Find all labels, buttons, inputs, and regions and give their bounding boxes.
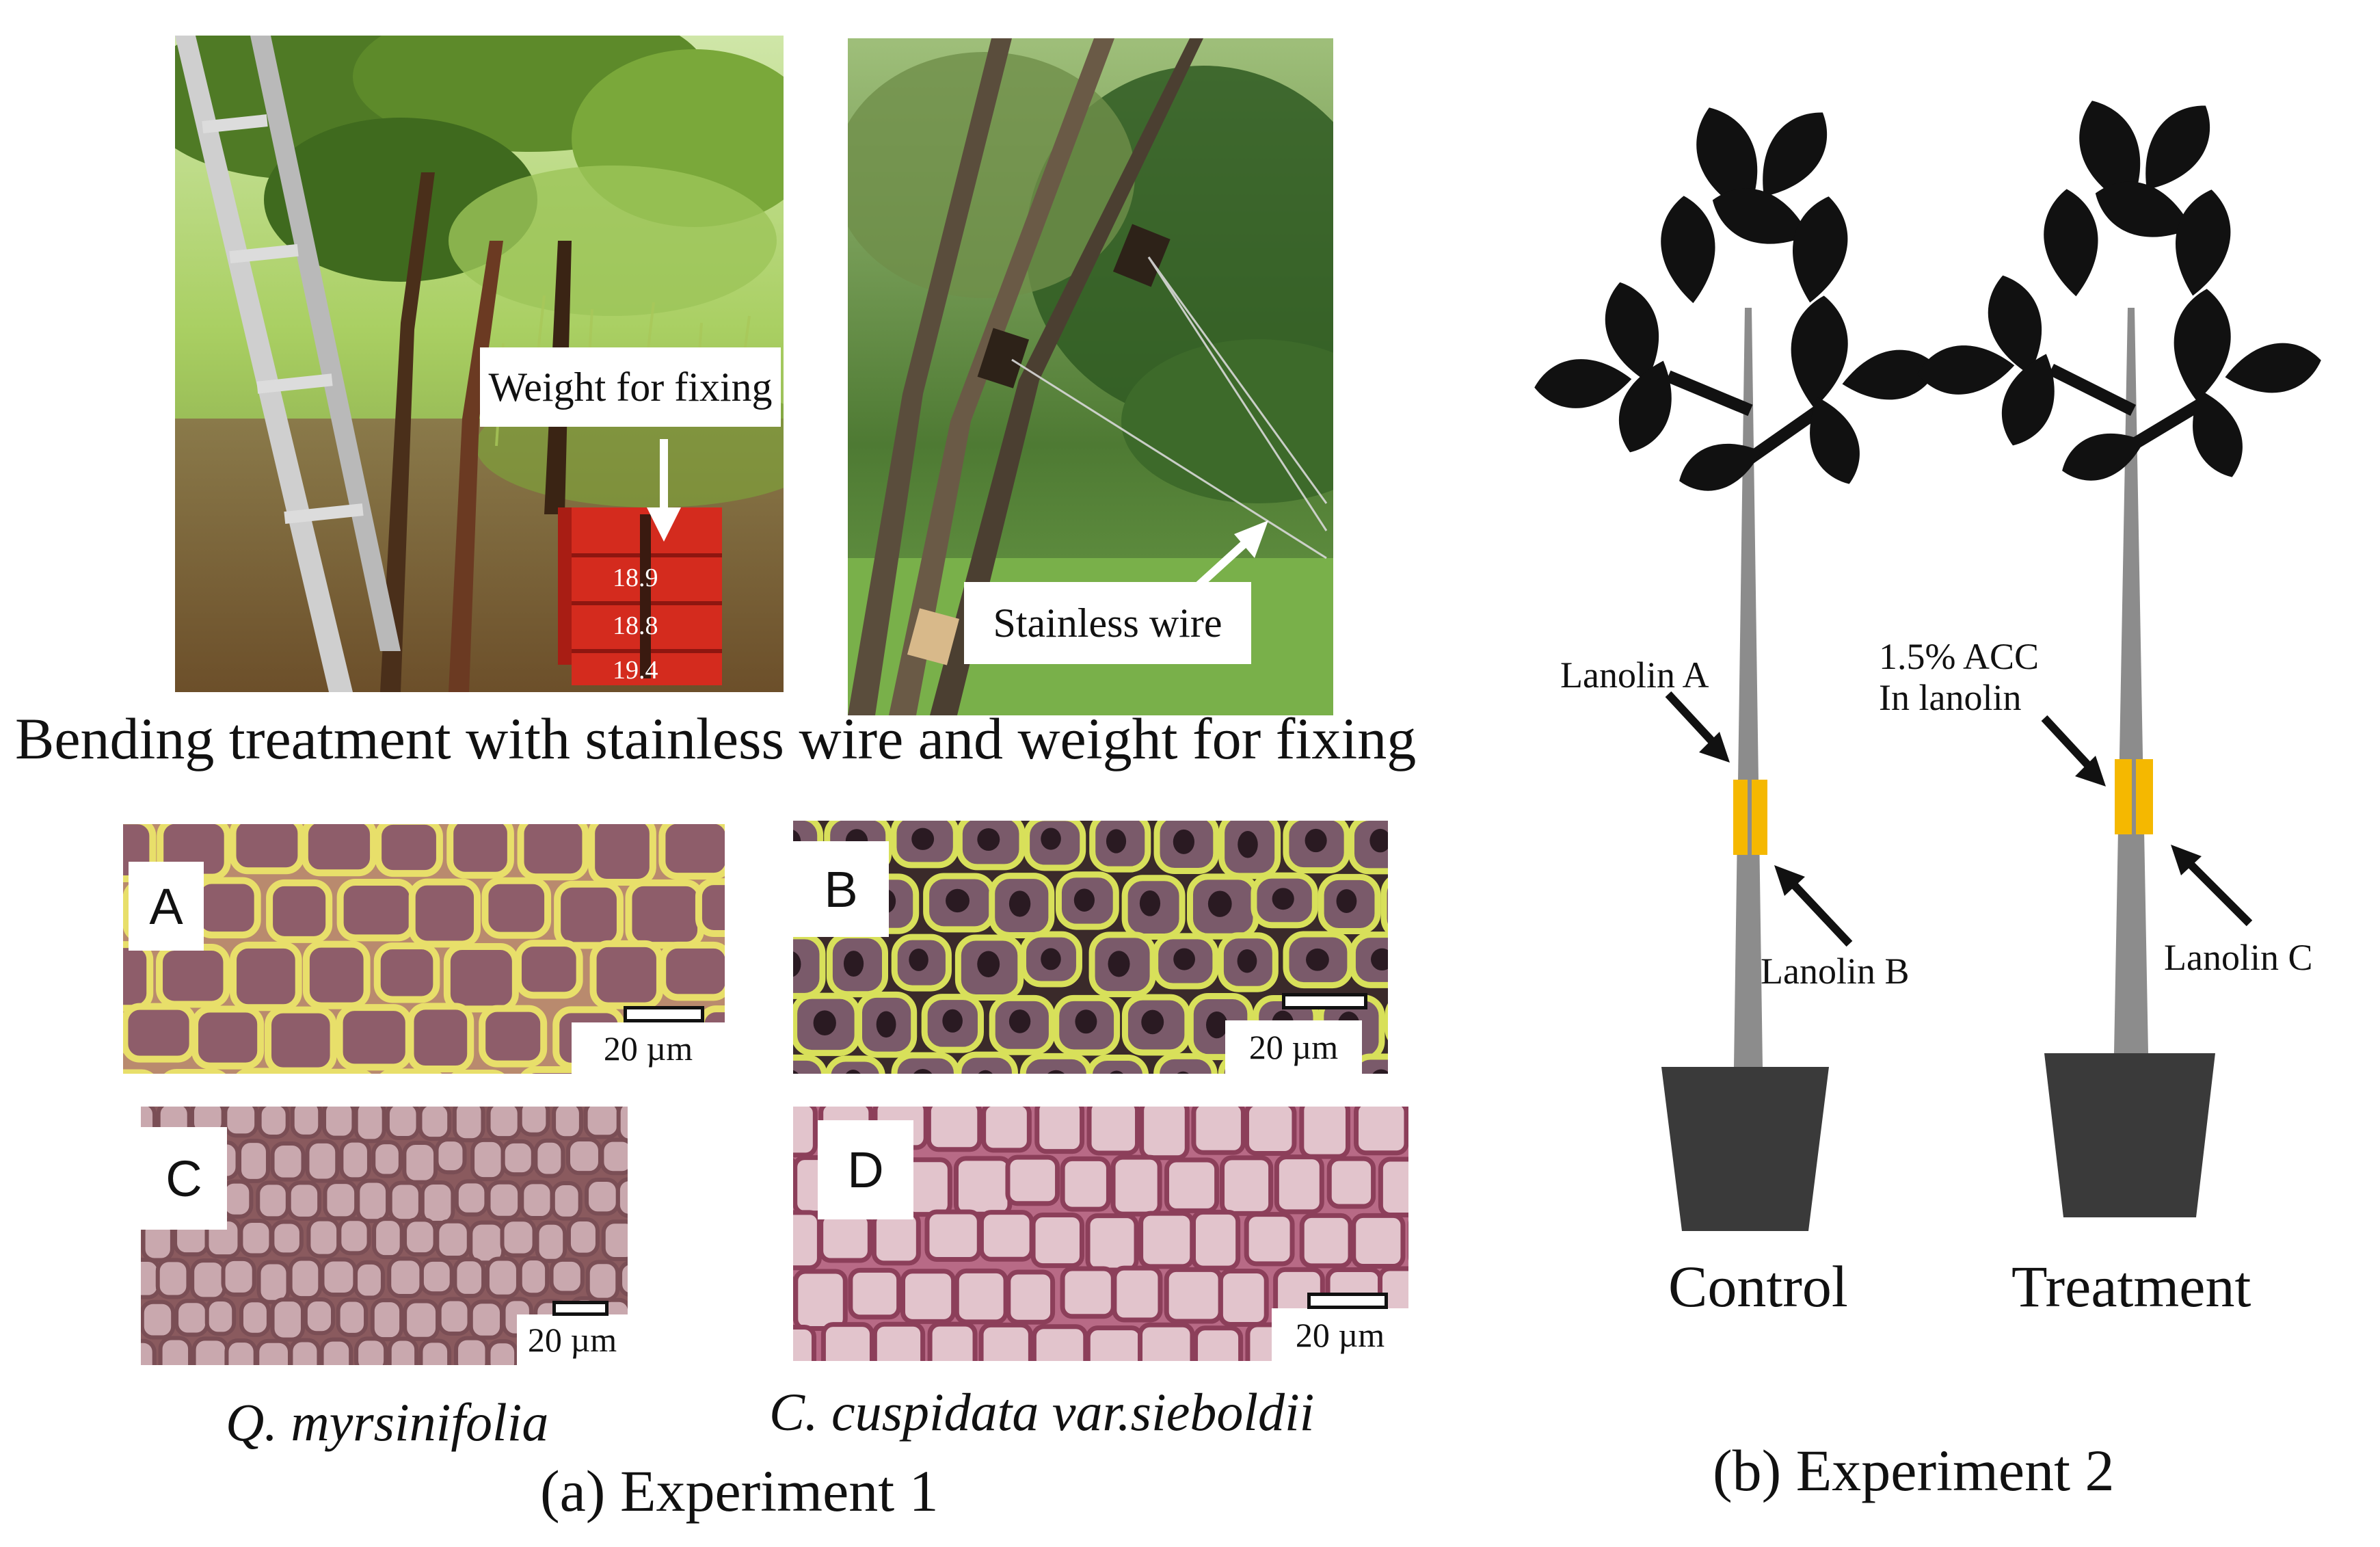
experiment-2-diagram: Lanolin A Lanolin B 1.5% ACC In lanolin … <box>1532 90 2326 1319</box>
svg-text:18.8: 18.8 <box>613 611 658 640</box>
photo-bending-weight-illustration: 18.9 18.8 19.4 <box>175 36 784 692</box>
arrow-lanolin-b <box>1791 882 1853 947</box>
scale-label-a: 20 µm <box>572 1022 725 1074</box>
micrograph-b: B 20 µm <box>793 821 1388 1074</box>
panel-letter-a: A <box>129 862 204 951</box>
micrograph-a-cells <box>123 824 725 1074</box>
scale-bar-d <box>1307 1293 1388 1309</box>
micrograph-d: D 20 µm <box>793 1107 1408 1361</box>
experiment-1-caption: (a) Experiment 1 <box>540 1458 939 1524</box>
treatment-plant <box>1915 90 2326 1217</box>
treatment-leaves <box>1915 90 2326 492</box>
label-lanolin-c: Lanolin C <box>2164 937 2312 978</box>
control-stem <box>1734 308 1763 1067</box>
species-label-right: C. cuspidata var.sieboldii <box>769 1382 1315 1442</box>
control-pot <box>1661 1067 1829 1231</box>
arrow-lanolin-acc <box>2041 715 2092 769</box>
micrograph-a: A 20 µm <box>123 824 725 1074</box>
label-lanolin-a: Lanolin A <box>1560 654 1709 696</box>
scale-label-b: 20 µm <box>1225 1020 1362 1074</box>
micrograph-c: C 20 µm <box>141 1107 628 1365</box>
panel-letter-b: B <box>793 841 889 937</box>
panel-letter-d: D <box>818 1120 913 1219</box>
treatment-stem <box>2114 308 2148 1053</box>
scale-label-d: 20 µm <box>1272 1308 1408 1361</box>
label-acc-line2: In lanolin <box>1879 677 2021 718</box>
label-acc-line1: 1.5% ACC <box>1879 636 2039 677</box>
scale-label-c: 20 µm <box>517 1314 628 1365</box>
svg-text:19.4: 19.4 <box>613 656 658 685</box>
photo-stainless-wire: Stainless wire <box>848 38 1333 715</box>
panel-letter-c: C <box>141 1127 227 1230</box>
svg-text:18.9: 18.9 <box>613 564 658 592</box>
species-label-left: Q. myrsinifolia <box>226 1392 549 1452</box>
treatment-pot <box>2044 1053 2215 1217</box>
label-control: Control <box>1668 1254 1848 1319</box>
stainless-wire-callout: Stainless wire <box>964 582 1251 664</box>
scale-bar-a <box>624 1006 704 1022</box>
arrow-lanolin-a <box>1665 691 1716 745</box>
label-lanolin-b: Lanolin B <box>1761 951 1909 992</box>
control-plant <box>1532 97 1943 1231</box>
photo-caption: Bending treatment with stainless wire an… <box>15 706 1417 771</box>
control-leaves <box>1532 97 1943 502</box>
scale-bar-b <box>1282 993 1367 1009</box>
experiment-2-caption: (b) Experiment 2 <box>1713 1438 2115 1503</box>
photo-bending-weight: 18.9 18.8 19.4 Weight for fixing <box>175 36 784 692</box>
label-treatment: Treatment <box>2011 1254 2251 1319</box>
arrow-lanolin-c <box>2188 862 2253 927</box>
weight-for-fixing-callout: Weight for fixing <box>480 347 781 427</box>
scale-bar-c <box>552 1301 609 1316</box>
